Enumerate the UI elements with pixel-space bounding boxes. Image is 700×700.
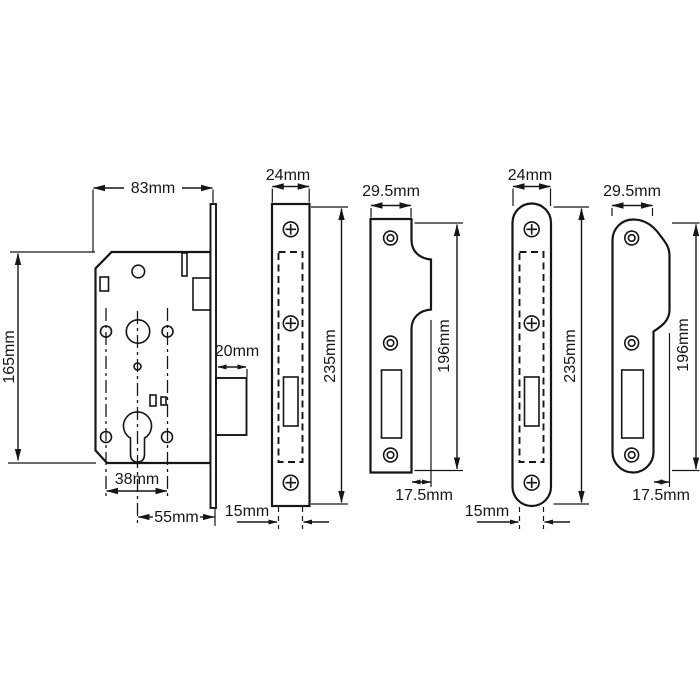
countersunk-hole-bottom [382,447,399,463]
countersunk-hole-top [623,230,640,246]
dim-label-case-width: 83mm [131,180,175,197]
extension-line [553,206,589,505]
case-hole-top [131,264,146,279]
screw-bottom [523,474,540,491]
forend-edge-strip [209,203,217,509]
countersunk-hole-middle [382,335,399,351]
case-outline-dashed [518,251,545,463]
dim-label-strike-width: 29.5mm [362,183,420,200]
strike-square-plate [369,217,433,474]
extension-line [271,188,310,203]
dim-label-case-thickness: 15mm [225,503,269,520]
extension-line [672,222,700,472]
screw-middle [282,315,299,332]
strike-radius-view: 29.5mm 196mm 17.5mm [603,183,700,504]
dim-label-strike-height: 196mm [436,319,453,372]
lock-case-view: 83mm 165mm 20mm 38mm 55mm [1,180,259,526]
countersunk-hole-bottom [623,447,640,463]
euro-cylinder-hole [122,411,153,463]
dim-label-bolt-throw: 20mm [215,343,259,360]
extension-line [414,222,463,472]
dim-label-fixing-centres: 38mm [115,471,159,488]
forend-radius-plate [511,202,553,508]
case-slot-small-1 [149,394,157,407]
case-slot-small-2 [160,396,167,406]
screw-bottom [282,474,299,491]
dim-label-strike-width: 29.5mm [603,183,661,200]
extension-line-dashed [277,507,304,529]
case-slot-top-left [99,276,110,292]
strike-radius-plate [611,218,671,474]
dim-label-strike-lip: 17.5mm [632,487,690,504]
forend-radius-view: 24mm 235mm 15mm [465,167,589,529]
dim-label-case-height: 165mm [1,330,18,383]
bolt-cutout [282,376,299,427]
extension-line [311,206,348,505]
countersunk-hole-top [382,230,399,246]
bolt-cutout [523,376,540,427]
dim-label-strike-lip: 17.5mm [395,487,453,504]
dim-label-forend-width: 24mm [266,167,310,184]
deadbolt-thrown [215,377,248,436]
extension-line-dashed [518,507,545,529]
latchbolt-block [192,277,212,311]
forend-square-view: 24mm 235mm 15mm [225,167,348,529]
dim-label-backset: 55mm [154,509,198,526]
dim-label-forend-height: 235mm [562,329,579,382]
countersunk-hole-middle [623,335,640,351]
extension-line [370,208,412,218]
extension-line [512,188,552,206]
screw-top [523,221,540,238]
strike-square-view: 29.5mm 196mm 17.5mm [362,183,463,504]
screw-top [282,221,299,238]
case-slot-top-right [181,252,188,277]
screw-middle [523,315,540,332]
dim-label-strike-height: 196mm [675,318,692,371]
bolt-cutout [620,369,645,439]
dim-label-forend-width: 24mm [508,167,552,184]
case-outline-dashed [277,251,304,463]
dim-label-forend-height: 235mm [322,329,339,382]
extension-line [611,208,654,216]
dim-label-case-thickness: 15mm [465,503,509,520]
bolt-cutout [380,369,403,439]
